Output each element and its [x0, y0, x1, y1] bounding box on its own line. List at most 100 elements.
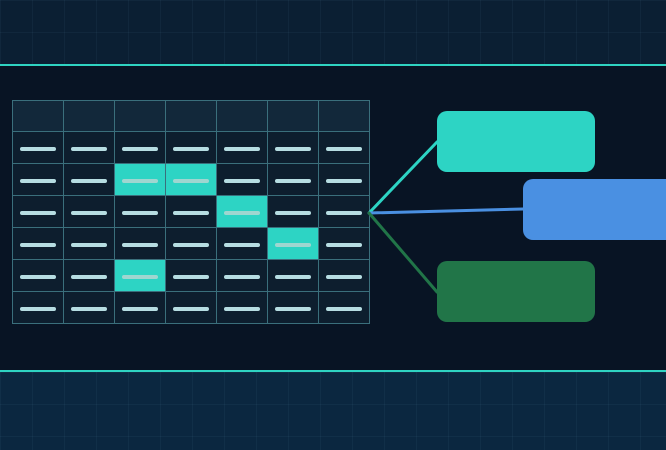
placeholder-dash [71, 306, 107, 311]
placeholder-dash [224, 274, 260, 279]
output-box-green [437, 261, 595, 322]
matrix-row [12, 227, 370, 260]
output-box-blue [523, 179, 666, 240]
matrix-cell-highlighted [114, 163, 166, 196]
matrix-header-cell [318, 100, 370, 132]
matrix-cell [165, 259, 217, 292]
placeholder-dash [326, 274, 362, 279]
placeholder-dash [71, 242, 107, 247]
matrix-cell [267, 195, 319, 228]
matrix-cell [318, 291, 370, 324]
placeholder-dash [275, 306, 311, 311]
placeholder-dash [71, 274, 107, 279]
matrix-header-row [12, 100, 370, 132]
matrix-cell [165, 291, 217, 324]
placeholder-dash [173, 210, 209, 215]
matrix-row [12, 291, 370, 324]
matrix-cell [318, 195, 370, 228]
matrix-cell [63, 131, 115, 164]
matrix-row [12, 195, 370, 228]
matrix-cell [165, 195, 217, 228]
matrix-cell [216, 131, 268, 164]
matrix-cell [114, 291, 166, 324]
placeholder-dash [326, 178, 362, 183]
placeholder-dash [122, 178, 158, 183]
matrix-cell [12, 227, 64, 260]
placeholder-dash [20, 274, 56, 279]
placeholder-dash [224, 210, 260, 215]
matrix-cell [12, 291, 64, 324]
placeholder-dash [173, 306, 209, 311]
placeholder-dash [326, 306, 362, 311]
placeholder-dash [122, 306, 158, 311]
matrix-cell [114, 195, 166, 228]
placeholder-dash [224, 146, 260, 151]
placeholder-dash [71, 146, 107, 151]
matrix-cell [12, 259, 64, 292]
matrix-row [12, 163, 370, 196]
matrix-header-cell [12, 100, 64, 132]
matrix-cell [267, 131, 319, 164]
matrix-cell [12, 131, 64, 164]
placeholder-dash [20, 210, 56, 215]
matrix-cell [318, 163, 370, 196]
matrix-header-cell [165, 100, 217, 132]
placeholder-dash [20, 306, 56, 311]
matrix-cell [63, 291, 115, 324]
placeholder-dash [275, 274, 311, 279]
matrix-header-cell [63, 100, 115, 132]
placeholder-dash [71, 178, 107, 183]
bottom-grid-background [0, 372, 666, 450]
placeholder-dash [122, 210, 158, 215]
connector-line-3 [367, 211, 439, 294]
placeholder-dash [224, 242, 260, 247]
placeholder-dash [122, 274, 158, 279]
placeholder-dash [275, 210, 311, 215]
matrix-header-cell [114, 100, 166, 132]
matrix-cell [267, 163, 319, 196]
matrix-cell [267, 259, 319, 292]
matrix-cell-highlighted [114, 259, 166, 292]
placeholder-dash [173, 178, 209, 183]
placeholder-dash [173, 274, 209, 279]
matrix-cell [216, 259, 268, 292]
matrix-header-cell [216, 100, 268, 132]
top-grid-background [0, 0, 666, 65]
matrix-cell [165, 227, 217, 260]
placeholder-dash [326, 242, 362, 247]
placeholder-dash [275, 178, 311, 183]
matrix-cell [63, 227, 115, 260]
matrix-cell [318, 227, 370, 260]
bottom-accent-line [0, 370, 666, 372]
placeholder-dash [224, 306, 260, 311]
matrix-cell [216, 227, 268, 260]
matrix-cell [165, 131, 217, 164]
matrix-cell [318, 131, 370, 164]
placeholder-dash [275, 242, 311, 247]
matrix-cell [267, 291, 319, 324]
placeholder-dash [275, 146, 311, 151]
output-box-teal [437, 111, 595, 172]
placeholder-dash [20, 242, 56, 247]
matrix-cell [63, 163, 115, 196]
connector-line-1 [367, 140, 439, 215]
placeholder-dash [326, 146, 362, 151]
data-matrix [12, 100, 370, 324]
placeholder-dash [224, 178, 260, 183]
placeholder-dash [122, 242, 158, 247]
top-accent-line [0, 64, 666, 66]
matrix-cell-highlighted [216, 195, 268, 228]
matrix-cell [318, 259, 370, 292]
placeholder-dash [173, 242, 209, 247]
matrix-cell [63, 259, 115, 292]
placeholder-dash [173, 146, 209, 151]
placeholder-dash [71, 210, 107, 215]
matrix-cell [216, 163, 268, 196]
matrix-row [12, 131, 370, 164]
matrix-cell [12, 163, 64, 196]
matrix-cell [114, 131, 166, 164]
placeholder-dash [20, 178, 56, 183]
placeholder-dash [326, 210, 362, 215]
placeholder-dash [20, 146, 56, 151]
